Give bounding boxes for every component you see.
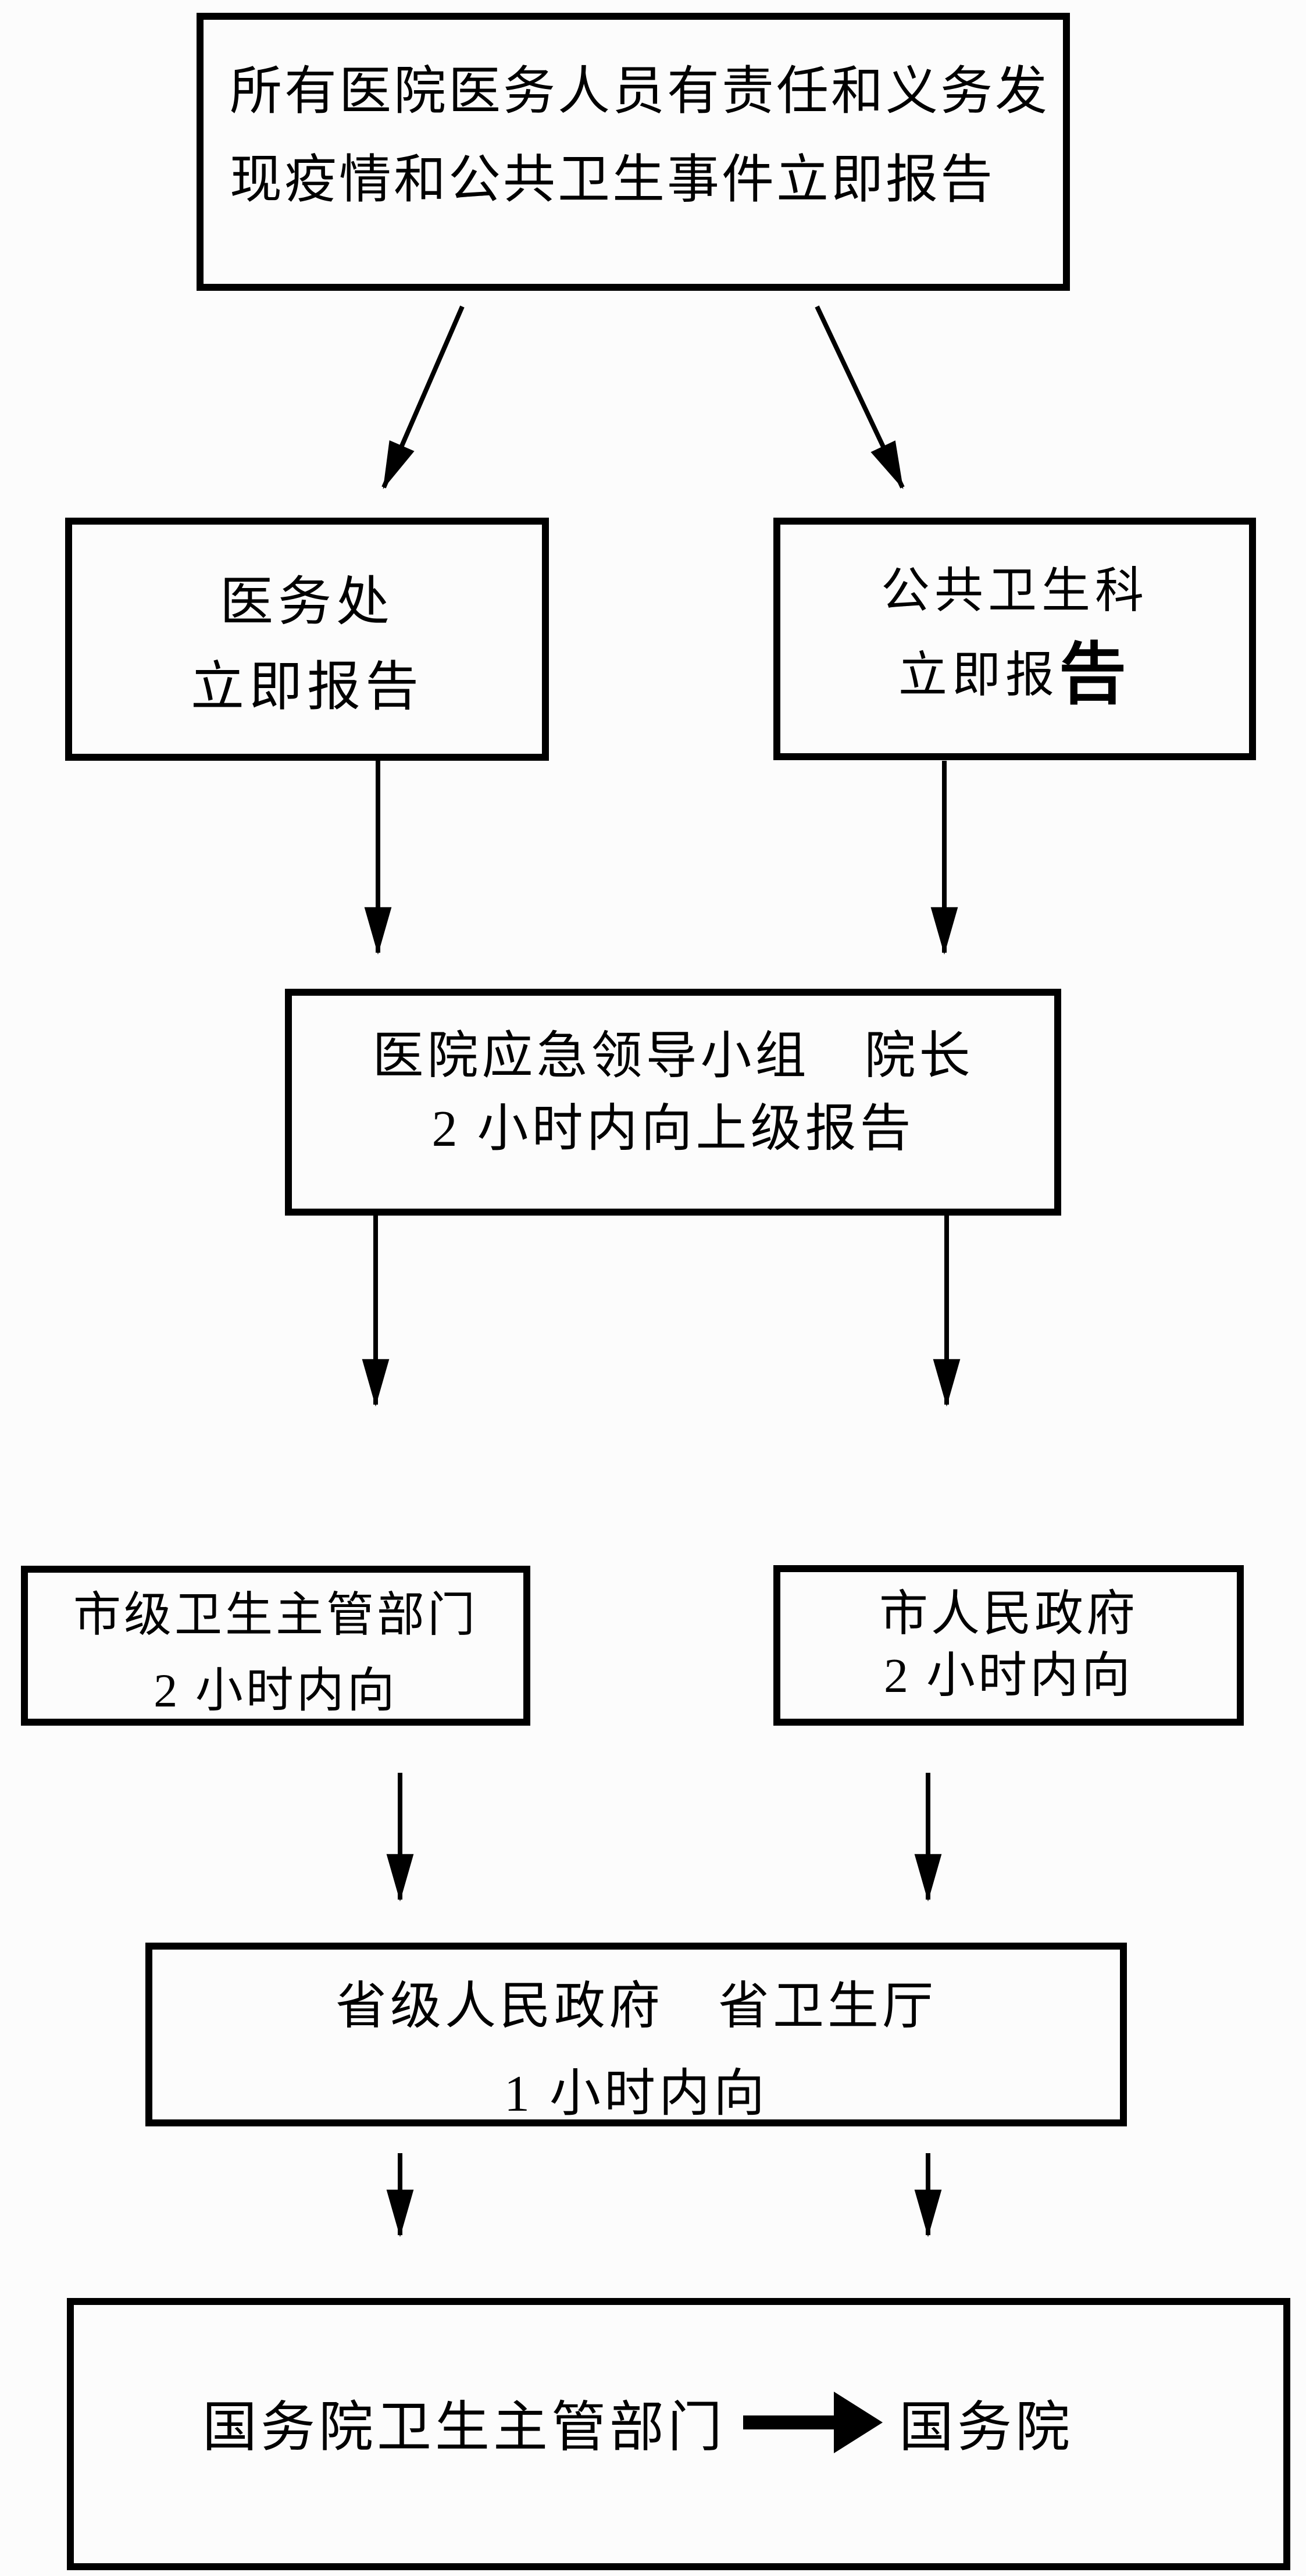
node-municipal-health-dept-title: 市级卫生主管部门: [73, 1588, 478, 1641]
node-public-health-note-large-char: 告: [1059, 638, 1131, 712]
arrow-dept-to-state-council-head: [834, 2392, 883, 2453]
node-medical-affairs-title: 医务处: [219, 572, 394, 632]
node-medical-affairs: 医务处 立即报告: [65, 518, 549, 761]
node-emergency-group-note: 2 小时内向上级报告: [431, 1101, 915, 1157]
node-emergency-group-title: 医院应急领导小组 院长: [372, 1028, 974, 1085]
node-state-council-dept-label: 国务院卫生主管部门: [202, 2397, 726, 2458]
node-staff-duty-line1: 所有医院医务人员有责任和义务发: [230, 63, 1050, 120]
node-staff-duty-line2: 现疫情和公共卫生事件立即报告: [230, 151, 995, 209]
node-state-council-label: 国务院: [899, 2397, 1074, 2458]
node-municipal-health-dept-note: 2 小时内向: [154, 1664, 398, 1717]
node-municipal-government-title: 市人民政府: [879, 1587, 1138, 1641]
node-provincial-note: 1 小时内向: [504, 2066, 768, 2122]
node-municipal-government: 市人民政府 2 小时内向: [773, 1565, 1244, 1726]
node-public-health-note-prefix: 立即报: [898, 649, 1059, 703]
node-provincial-title: 省级人民政府 省卫生厅: [335, 1979, 937, 2035]
arrow-staff-to-medical-affairs: [381, 305, 465, 490]
node-public-health: 公共卫生科 立即报 告: [773, 518, 1256, 760]
arrow-staff-to-public-health: [815, 305, 905, 490]
arrow-dept-to-state-council: [743, 2392, 883, 2453]
node-medical-affairs-note: 立即报告: [190, 657, 423, 717]
node-municipal-government-note: 2 小时内向: [883, 1649, 1133, 1703]
node-staff-duty: 所有医院医务人员有责任和义务发 现疫情和公共卫生事件立即报告: [197, 13, 1070, 291]
node-public-health-note: 立即报 告: [898, 633, 1131, 718]
node-emergency-group: 医院应急领导小组 院长 2 小时内向上级报告: [285, 989, 1061, 1216]
node-municipal-health-dept: 市级卫生主管部门 2 小时内向: [21, 1566, 530, 1726]
node-public-health-title: 公共卫生科: [880, 564, 1148, 618]
node-provincial: 省级人民政府 省卫生厅 1 小时内向: [145, 1943, 1127, 2126]
node-state-council: 国务院卫生主管部门 国务院: [67, 2298, 1290, 2570]
